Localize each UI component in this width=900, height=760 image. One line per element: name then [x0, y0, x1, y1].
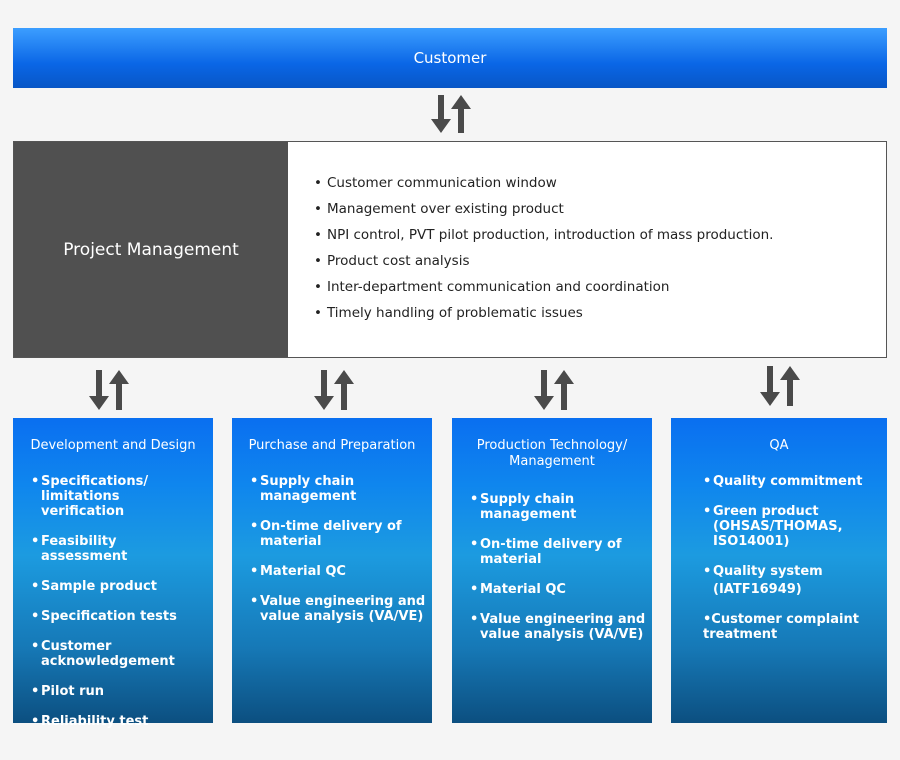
- department-item: (IATF16949): [713, 582, 802, 597]
- department-item: On-time delivery of material: [452, 537, 646, 567]
- department-items: Supply chain management On-time delivery…: [232, 474, 432, 624]
- department-item: Quality commitment: [671, 474, 881, 489]
- pm-item: NPI control, PVT pilot production, intro…: [314, 224, 773, 250]
- pm-item: Inter-department communication and coord…: [314, 276, 773, 302]
- department-item: Sample product: [13, 579, 207, 594]
- department-items: Specifications/ limitations verification…: [13, 474, 213, 729]
- bidirectional-arrow-icon: [760, 366, 800, 406]
- department-title: Production Technology/ Management: [476, 438, 628, 469]
- department-item: Value engineering and value analysis (VA…: [452, 612, 646, 642]
- project-management-panel: Project Management Customer communicatio…: [13, 141, 887, 358]
- bidirectional-arrow-icon: [314, 370, 354, 410]
- pm-item: Customer communication window: [314, 172, 773, 198]
- department-item: •Customer complaint treatment: [703, 612, 859, 642]
- department-item: Material QC: [232, 564, 426, 579]
- department-production-technology: Production Technology/ Management Supply…: [452, 418, 652, 723]
- department-items: Quality commitment Green product (OHSAS/…: [671, 474, 887, 642]
- department-item: Quality system: [671, 564, 881, 579]
- bidirectional-arrow-icon: [534, 370, 574, 410]
- department-item: Reliability test: [13, 714, 207, 729]
- department-item: Specifications/ limitations verification: [13, 474, 207, 519]
- department-item: Customer acknowledgement: [13, 639, 207, 669]
- department-item: On-time delivery of material: [232, 519, 426, 549]
- department-qa: QA Quality commitment Green product (OHS…: [671, 418, 887, 723]
- department-title: Development and Design: [30, 438, 196, 453]
- department-title: QA: [769, 438, 789, 453]
- project-management-title-block: Project Management: [14, 142, 288, 357]
- department-item: Pilot run: [13, 684, 207, 699]
- customer-bar: Customer: [13, 28, 887, 88]
- department-development-design: Development and Design Specifications/ l…: [13, 418, 213, 729]
- department-items: Supply chain management On-time delivery…: [452, 492, 652, 642]
- department-item: Green product (OHSAS/THOMAS, ISO14001): [671, 504, 881, 549]
- department-item: Material QC: [452, 582, 646, 597]
- pm-item: Product cost analysis: [314, 250, 773, 276]
- bidirectional-arrow-icon: [431, 95, 471, 133]
- pm-item: Timely handling of problematic issues: [314, 302, 773, 328]
- department-item: Supply chain management: [232, 474, 426, 504]
- department-item: Feasibility assessment: [13, 534, 207, 564]
- department-item: Supply chain management: [452, 492, 646, 522]
- customer-label: Customer: [413, 49, 487, 67]
- bidirectional-arrow-icon: [89, 370, 129, 410]
- pm-item: Management over existing product: [314, 198, 773, 224]
- project-management-responsibilities: Customer communication window Management…: [314, 172, 773, 328]
- department-title: Purchase and Preparation: [248, 438, 416, 453]
- department-item: Value engineering and value analysis (VA…: [232, 594, 426, 624]
- department-purchase-preparation: Purchase and Preparation Supply chain ma…: [232, 418, 432, 723]
- project-management-title: Project Management: [63, 239, 239, 260]
- department-item: Specification tests: [13, 609, 207, 624]
